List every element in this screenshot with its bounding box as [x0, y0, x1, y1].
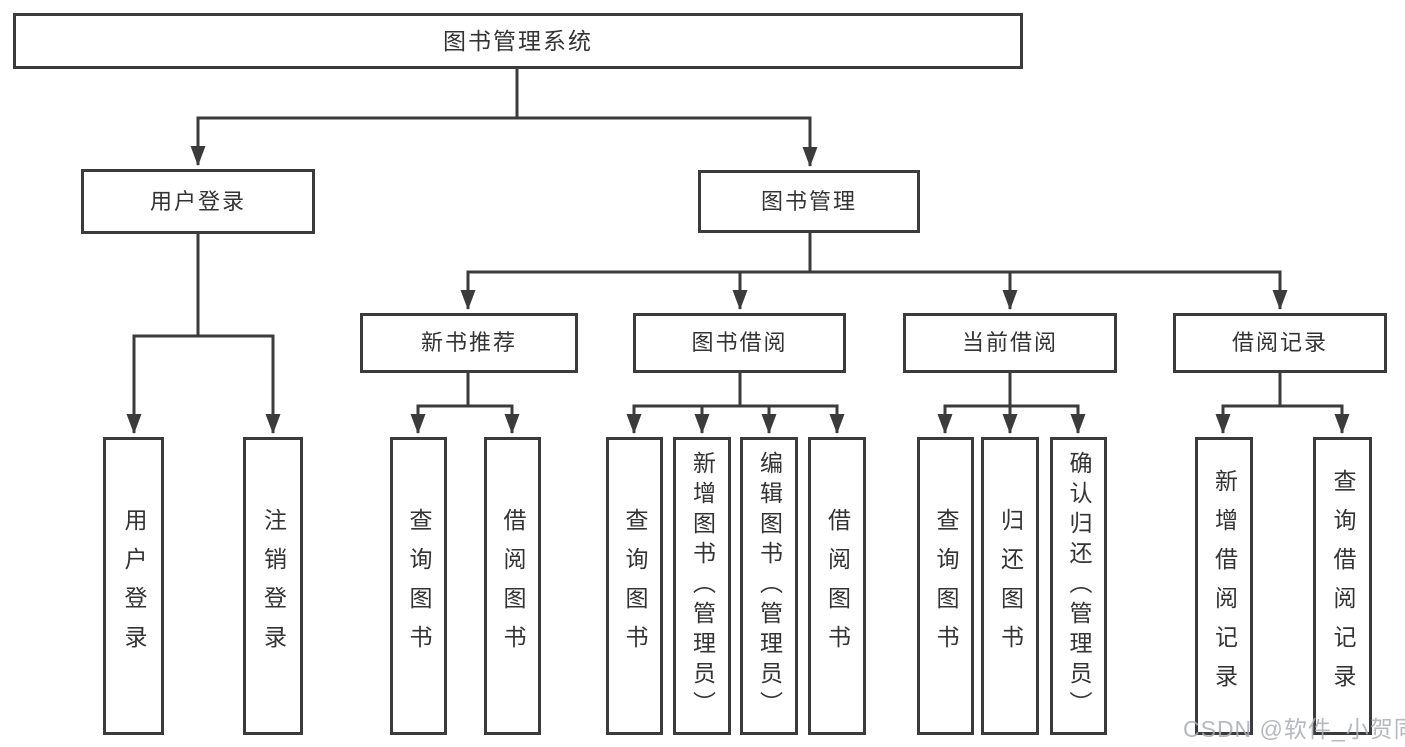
- node-label: 新增借阅记录: [1211, 469, 1238, 703]
- node-leaf-query-books-recommend: 查询图书: [390, 437, 447, 735]
- node-label: 图书管理系统: [443, 27, 593, 54]
- node-label: 新书推荐: [420, 330, 517, 355]
- node-leaf-return-books: 归还图书: [981, 437, 1039, 735]
- node-library-management-system: 图书管理系统: [13, 13, 1023, 69]
- node-leaf-edit-book-admin: 编辑图书（管理员）: [740, 437, 798, 735]
- node-leaf-user-login: 用户登录: [103, 437, 164, 735]
- node-leaf-add-borrow-record: 新增借阅记录: [1195, 437, 1253, 735]
- node-leaf-confirm-return-admin: 确认归还（管理员）: [1050, 437, 1107, 735]
- node-new-book-recommendation: 新书推荐: [360, 313, 578, 373]
- node-label: 用户登录: [121, 508, 147, 664]
- node-leaf-query-borrow-record: 查询借阅记录: [1313, 437, 1372, 735]
- node-label: 编辑图书（管理员）: [756, 451, 783, 721]
- node-leaf-query-books-current: 查询图书: [917, 437, 974, 735]
- node-leaf-query-books-borrow: 查询图书: [606, 437, 663, 735]
- node-label: 当前借阅: [961, 330, 1058, 355]
- node-label: 借阅图书: [500, 508, 526, 664]
- node-user-login: 用户登录: [81, 169, 315, 234]
- node-label: 借阅图书: [824, 508, 851, 664]
- node-label: 查询图书: [406, 508, 432, 664]
- node-label: 新增图书（管理员）: [689, 451, 716, 721]
- node-label: 用户登录: [149, 188, 246, 214]
- node-label: 查询借阅记录: [1330, 469, 1356, 703]
- node-label: 借阅记录: [1231, 330, 1328, 355]
- node-label: 归还图书: [997, 508, 1024, 664]
- node-label: 查询图书: [933, 508, 959, 664]
- node-label: 查询图书: [622, 508, 648, 664]
- node-current-borrowing: 当前借阅: [903, 313, 1117, 373]
- node-label: 确认归还（管理员）: [1066, 451, 1092, 721]
- node-label: 图书借阅: [691, 330, 788, 355]
- node-leaf-add-book-admin: 新增图书（管理员）: [673, 437, 731, 735]
- node-leaf-logout: 注销登录: [243, 437, 303, 735]
- node-label: 注销登录: [260, 508, 287, 664]
- node-borrowing-records: 借阅记录: [1173, 313, 1387, 373]
- node-leaf-borrow-books-recommend: 借阅图书: [484, 437, 541, 735]
- node-book-management: 图书管理: [698, 170, 920, 233]
- node-leaf-borrow-books-borrow: 借阅图书: [808, 437, 866, 735]
- node-book-borrowing: 图书借阅: [633, 313, 846, 373]
- node-label: 图书管理: [760, 188, 857, 214]
